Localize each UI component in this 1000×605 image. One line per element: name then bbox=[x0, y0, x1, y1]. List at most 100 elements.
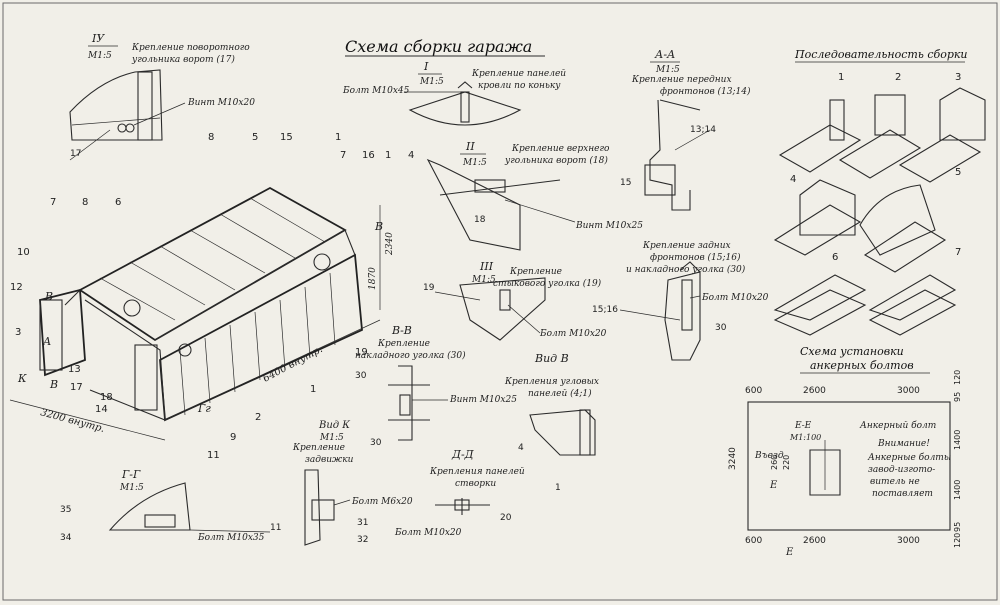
svg-text:15: 15 bbox=[620, 178, 631, 188]
svg-text:Крепление верхнего: Крепление верхнего bbox=[511, 144, 610, 154]
sequence-step-1: 1 bbox=[778, 72, 862, 173]
bolt-label: Винт М10х25 bbox=[449, 395, 517, 405]
svg-text:2600: 2600 bbox=[803, 386, 826, 396]
svg-text:600: 600 bbox=[745, 386, 762, 396]
svg-text:13;14: 13;14 bbox=[690, 125, 716, 135]
detail-i: I М1:5 Крепление панелей кровли по коньк… bbox=[342, 60, 566, 126]
svg-text:1870: 1870 bbox=[368, 267, 378, 290]
detail-g-g: Г-Г М1:5 Болт М10х35 35 34 bbox=[60, 468, 271, 543]
svg-text:18: 18 bbox=[100, 392, 113, 403]
svg-text:Крепление задних: Крепление задних bbox=[642, 241, 731, 251]
svg-text:9: 9 bbox=[230, 432, 236, 443]
svg-text:1: 1 bbox=[555, 483, 561, 493]
svg-text:А-А: А-А bbox=[654, 48, 675, 61]
svg-text:Анкерный болт: Анкерный болт bbox=[859, 420, 936, 431]
svg-text:III: III bbox=[479, 260, 494, 273]
svg-text:1: 1 bbox=[838, 72, 844, 83]
svg-text:3000: 3000 bbox=[897, 386, 920, 396]
svg-text:17: 17 bbox=[70, 382, 83, 393]
svg-text:кровли по коньку: кровли по коньку bbox=[478, 81, 561, 91]
svg-text:М1:100: М1:100 bbox=[789, 433, 821, 442]
svg-text:1400: 1400 bbox=[953, 480, 962, 500]
svg-text:8: 8 bbox=[208, 132, 214, 143]
svg-text:15: 15 bbox=[280, 132, 293, 143]
svg-text:7: 7 bbox=[50, 197, 56, 208]
detail-d-d: Д-Д Крепления панелей створки Болт М10х2… bbox=[394, 448, 525, 538]
svg-text:створки: створки bbox=[455, 479, 496, 489]
warning-note: Внимание! Анкерные болты завод-изгото- в… bbox=[867, 439, 951, 499]
bolt-label: Болт М10х20 bbox=[701, 293, 769, 303]
detail-iv: IУ М1:5 Крепление поворотного угольника … bbox=[69, 32, 255, 161]
svg-text:1: 1 bbox=[310, 384, 316, 395]
svg-text:Схема установки: Схема установки bbox=[800, 345, 904, 358]
svg-text:Е: Е bbox=[785, 547, 794, 558]
svg-text:М1:5: М1:5 bbox=[419, 77, 444, 87]
bolt-label: Болт М10х20 bbox=[394, 528, 462, 538]
svg-text:7: 7 bbox=[955, 247, 961, 258]
svg-text:задвижки: задвижки bbox=[305, 455, 354, 465]
svg-text:Крепление: Крепление bbox=[377, 339, 430, 349]
svg-text:Крепление панелей: Крепление панелей bbox=[471, 69, 566, 79]
svg-text:2: 2 bbox=[895, 72, 901, 83]
svg-text:I: I bbox=[423, 60, 429, 73]
svg-text:Крепление: Крепление bbox=[509, 267, 562, 277]
detail-iii: III М1:5 Крепление стыкового уголка (19)… bbox=[423, 260, 607, 341]
svg-text:5: 5 bbox=[252, 132, 258, 143]
svg-text:4: 4 bbox=[790, 174, 796, 185]
svg-text:В: В bbox=[44, 290, 53, 303]
svg-text:фронтонов (15;16): фронтонов (15;16) bbox=[650, 252, 741, 263]
svg-text:11: 11 bbox=[207, 450, 220, 461]
assembly-sequence: Последовательность сборки 1 2 3 4 5 bbox=[773, 48, 986, 336]
svg-text:Е-Е: Е-Е bbox=[794, 421, 812, 431]
svg-text:3: 3 bbox=[15, 327, 21, 338]
svg-text:2340: 2340 bbox=[385, 232, 395, 256]
svg-text:12: 12 bbox=[10, 282, 23, 293]
svg-text:6400 внутр.: 6400 внутр. bbox=[261, 344, 324, 385]
svg-text:14: 14 bbox=[95, 404, 108, 415]
sequence-title: Последовательность сборки bbox=[794, 48, 968, 61]
svg-text:Крепления угловых: Крепления угловых bbox=[504, 377, 599, 387]
garage-isometric: 6400 внутр. 3200 внутр. 1870 2340 8 5 15… bbox=[9, 132, 414, 461]
svg-text:6: 6 bbox=[832, 252, 838, 263]
svg-text:16: 16 bbox=[362, 150, 375, 161]
svg-text:3240: 3240 bbox=[728, 447, 738, 470]
svg-text:Крепление передних: Крепление передних bbox=[631, 75, 732, 85]
svg-text:Вид В: Вид В bbox=[534, 352, 569, 365]
svg-text:М1:5: М1:5 bbox=[119, 483, 144, 493]
svg-text:17: 17 bbox=[70, 149, 81, 159]
svg-text:В: В bbox=[49, 378, 58, 391]
svg-text:фронтонов (13;14): фронтонов (13;14) bbox=[660, 86, 751, 97]
svg-text:стыкового уголка (19): стыкового уголка (19) bbox=[493, 278, 602, 289]
svg-text:Внимание!: Внимание! bbox=[877, 439, 930, 449]
svg-text:2: 2 bbox=[255, 412, 261, 423]
svg-text:120: 120 bbox=[953, 533, 962, 548]
svg-text:8: 8 bbox=[82, 197, 88, 208]
bolt-label: Болт М10х35 bbox=[197, 533, 265, 543]
svg-text:Анкерные болты: Анкерные болты bbox=[867, 452, 951, 463]
sequence-step-4: 4 bbox=[773, 174, 862, 256]
svg-text:19: 19 bbox=[423, 283, 435, 293]
sequence-step-3: 3 bbox=[898, 72, 986, 183]
svg-text:В: В bbox=[374, 220, 383, 233]
svg-text:220: 220 bbox=[782, 455, 791, 470]
svg-text:95: 95 bbox=[953, 392, 962, 402]
detail-ii: II М1:5 Крепление верхнего угольника вор… bbox=[426, 140, 643, 251]
svg-text:31: 31 bbox=[357, 518, 368, 528]
detail-rear-gables: Крепление задних фронтонов (15;16) и нак… bbox=[592, 241, 769, 361]
svg-text:Крепление поворотного: Крепление поворотного bbox=[131, 43, 250, 53]
svg-text:35: 35 bbox=[60, 505, 71, 515]
svg-text:Крепление: Крепление bbox=[292, 443, 345, 453]
svg-text:М1:5: М1:5 bbox=[471, 275, 496, 285]
svg-text:Вид К: Вид К bbox=[318, 420, 350, 431]
svg-text:260: 260 bbox=[770, 455, 779, 470]
detail-view-k: Вид К М1:5 Крепление задвижки Болт М6х20… bbox=[270, 420, 413, 546]
sequence-step-5: 5 bbox=[859, 167, 961, 273]
svg-text:1: 1 bbox=[385, 150, 391, 161]
svg-text:18: 18 bbox=[474, 215, 486, 225]
svg-text:19: 19 bbox=[355, 347, 368, 358]
sequence-step-7: 7 bbox=[868, 247, 961, 336]
svg-text:3000: 3000 bbox=[897, 536, 920, 546]
svg-text:М1:5: М1:5 bbox=[655, 65, 680, 75]
svg-text:завод-изгото-: завод-изгото- bbox=[868, 465, 935, 475]
